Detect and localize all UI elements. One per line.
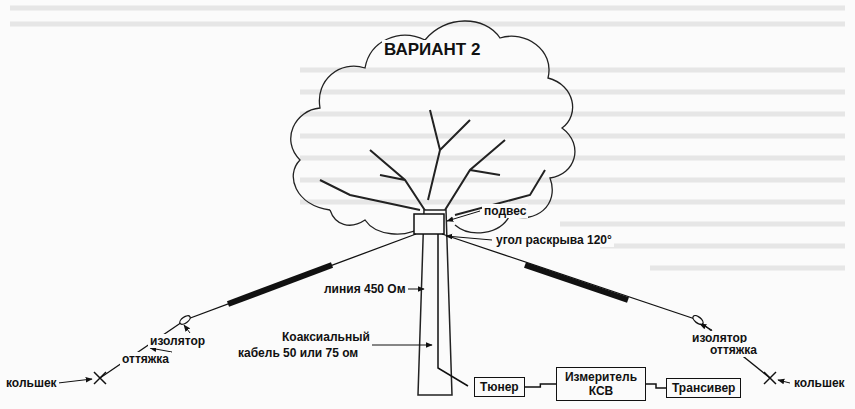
part-label: кабель 50 или 75 ом bbox=[236, 346, 360, 360]
part-label: изолятор bbox=[148, 334, 207, 348]
antenna-wires bbox=[100, 234, 770, 378]
part-label: линия 450 Ом bbox=[322, 282, 408, 296]
part-label: кольшек bbox=[4, 376, 59, 390]
tree-branches bbox=[320, 110, 545, 215]
leader-lines bbox=[58, 211, 790, 383]
part-label: кольшек bbox=[792, 376, 847, 390]
part-label: угол раскрыва 120° bbox=[494, 233, 614, 247]
title-label: ВАРИАНТ 2 bbox=[382, 40, 482, 60]
connector bbox=[525, 384, 556, 387]
equipment-box: Трансивер bbox=[666, 378, 741, 398]
feed-box bbox=[414, 214, 444, 234]
box-text: Тюнер bbox=[480, 380, 519, 394]
coax-cable bbox=[438, 234, 468, 386]
connector bbox=[646, 384, 666, 388]
tree-crown bbox=[291, 21, 575, 234]
insulators bbox=[178, 314, 704, 326]
tree-trunk bbox=[418, 210, 452, 395]
antenna-thick-sections bbox=[228, 265, 628, 304]
part-label: оттяжка bbox=[708, 343, 759, 357]
equipment-box: Измеритель КСВ bbox=[556, 367, 646, 401]
box-text: Измеритель КСВ bbox=[562, 370, 640, 398]
equipment-box: Тюнер bbox=[474, 377, 525, 397]
part-label: подвес bbox=[482, 204, 528, 218]
box-text: Трансивер bbox=[672, 381, 735, 395]
bleed-through bbox=[10, 8, 845, 268]
part-label: оттяжка bbox=[120, 352, 171, 366]
part-label: Коаксиальный bbox=[280, 330, 372, 344]
